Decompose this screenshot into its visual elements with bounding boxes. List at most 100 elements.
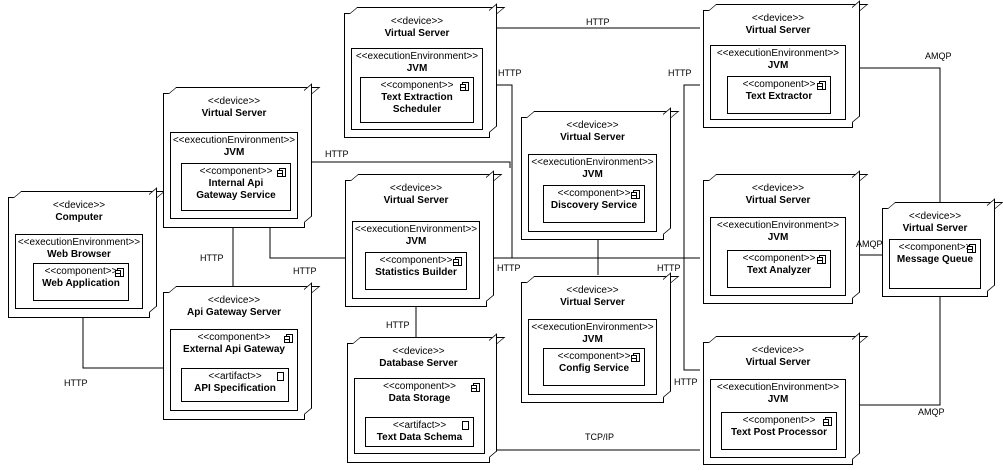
link-extractor-bus [683, 84, 700, 258]
env-title: JVM [405, 236, 427, 247]
device-stereotype: <<device>> [390, 16, 444, 27]
component-icon [115, 268, 124, 277]
node-title: Api Gateway Server [187, 307, 281, 318]
scheduler-node[interactable]: <<device>> Virtual Server <<executionEnv… [344, 13, 490, 138]
component-stereotype: <<component>> [380, 80, 454, 91]
message-queue-node[interactable]: <<device>> Virtual Server <<component>> … [882, 208, 988, 297]
internal-gateway-node[interactable]: <<device>> Virtual Server <<executionEnv… [163, 93, 305, 228]
jvm-env[interactable]: <<executionEnvironment>> JVM <<component… [710, 45, 846, 120]
env-title: JVM [406, 63, 428, 74]
data-storage-component[interactable]: <<component>> Data Storage <<artifact>> … [354, 378, 485, 454]
component-icon [453, 257, 462, 266]
external-api-gateway-component[interactable]: <<component>> External Api Gateway <<art… [170, 329, 298, 411]
component-stereotype: <<component>> [44, 266, 118, 277]
component-icon [631, 353, 640, 362]
device-stereotype: <<device>> [52, 200, 106, 211]
env-title: JVM [582, 334, 603, 345]
node-title: Virtual Server [384, 28, 450, 39]
label-amqp-extractor: AMQP [925, 51, 952, 61]
component-icon [284, 334, 293, 343]
label-http-bus: HTTP [497, 263, 521, 273]
config-node[interactable]: <<device>> Virtual Server <<executionEnv… [521, 282, 664, 403]
exec-stereotype: <<executionEnvironment>> [172, 135, 296, 146]
jvm-env[interactable]: <<executionEnvironment>> JVM <<component… [710, 379, 846, 458]
artifact-title: API Specification [194, 383, 276, 394]
device-stereotype: <<device>> [566, 285, 619, 296]
component-icon [817, 81, 826, 90]
artifact-icon [277, 372, 284, 381]
exec-stereotype: <<executionEnvironment>> [716, 382, 840, 393]
statistics-node[interactable]: <<device>> Virtual Server <<executionEnv… [345, 180, 487, 307]
component-title: Discovery Service [550, 200, 638, 211]
component-stereotype: <<component>> [197, 332, 271, 343]
web-browser-env[interactable]: <<executionEnvironment>> Web Browser <<c… [15, 234, 143, 309]
config-service-component[interactable]: <<component>> Config Service [543, 348, 645, 386]
node-title: Virtual Server [902, 223, 968, 234]
env-title: JVM [767, 60, 789, 71]
component-icon [823, 417, 832, 426]
node-title: Virtual Server [201, 108, 267, 119]
component-stereotype: <<component>> [383, 381, 456, 392]
jvm-env[interactable]: <<executionEnvironment>> JVM <<component… [528, 319, 657, 395]
discovery-service-component[interactable]: <<component>> Discovery Service [543, 185, 645, 223]
node-title: Computer [55, 212, 103, 223]
text-extractor-component[interactable]: <<component>> Text Extractor [727, 76, 831, 114]
text-data-schema-artifact[interactable]: <<artifact>> Text Data Schema [365, 417, 474, 447]
component-icon [631, 190, 640, 199]
component-stereotype: <<component>> [557, 351, 631, 362]
exec-stereotype: <<executionEnvironment>> [531, 322, 654, 333]
database-server-node[interactable]: <<device>> Database Server <<component>>… [347, 343, 490, 463]
env-title: Web Browser [47, 249, 111, 260]
label-http-stats-db: HTTP [386, 320, 410, 330]
internal-api-gateway-component[interactable]: <<component>> Internal Api Gateway Servi… [181, 163, 291, 211]
text-analyzer-component[interactable]: <<component>> Text Analyzer [727, 250, 831, 288]
component-icon [817, 255, 826, 264]
text-post-processor-component[interactable]: <<component>> Text Post Processor [721, 412, 837, 450]
component-stereotype: <<component>> [379, 255, 453, 266]
artifact-stereotype: <<artifact>> [392, 420, 447, 431]
device-stereotype: <<device>> [207, 295, 261, 306]
node-title: Virtual Server [745, 357, 811, 368]
label-amqp-post: AMQP [918, 407, 945, 417]
device-stereotype: <<device>> [751, 13, 805, 24]
link-post-mq [853, 297, 941, 406]
web-application-component[interactable]: <<component>> Web Application [33, 263, 129, 301]
artifact-icon [462, 421, 469, 430]
device-stereotype: <<device>> [389, 183, 443, 194]
env-title: JVM [582, 169, 603, 180]
component-stereotype: <<component>> [199, 166, 273, 177]
jvm-env[interactable]: <<executionEnvironment>> JVM <<component… [351, 48, 483, 130]
component-stereotype: <<component>> [742, 253, 816, 264]
exec-stereotype: <<executionEnvironment>> [17, 237, 141, 248]
api-gateway-server-node[interactable]: <<device>> Api Gateway Server <<componen… [163, 292, 305, 420]
jvm-env[interactable]: <<executionEnvironment>> JVM <<component… [352, 221, 480, 299]
component-title: Data Storage [388, 393, 451, 404]
label-http-computer-apigw: HTTP [64, 378, 88, 388]
exec-stereotype: <<executionEnvironment>> [531, 157, 654, 168]
component-icon [967, 244, 976, 253]
env-title: JVM [223, 147, 245, 158]
link-extractor-mq [853, 67, 941, 208]
component-stereotype: <<component>> [557, 188, 631, 199]
component-title: Message Queue [896, 254, 974, 265]
computer-node[interactable]: <<device>> Computer <<executionEnvironme… [8, 197, 150, 318]
jvm-env[interactable]: <<executionEnvironment>> JVM <<component… [170, 132, 298, 219]
discovery-node[interactable]: <<device>> Virtual Server <<executionEnv… [521, 117, 664, 240]
device-stereotype: <<device>> [751, 183, 805, 194]
text-extraction-scheduler-component[interactable]: <<component>> Text Extraction Scheduler [360, 77, 474, 123]
jvm-env[interactable]: <<executionEnvironment>> JVM <<component… [710, 217, 846, 296]
text-extractor-node[interactable]: <<device>> Virtual Server <<executionEnv… [703, 10, 853, 128]
label-http-extractor-bus: HTTP [668, 68, 692, 78]
jvm-env[interactable]: <<executionEnvironment>> JVM <<component… [528, 154, 657, 232]
node-title: Virtual Server [560, 297, 625, 308]
message-queue-component[interactable]: <<component>> Message Queue [889, 239, 981, 289]
link-post-bus [683, 258, 700, 371]
node-title: Virtual Server [745, 25, 811, 36]
text-analyzer-node[interactable]: <<device>> Virtual Server <<executionEnv… [703, 180, 853, 304]
exec-stereotype: <<executionEnvironment>> [354, 224, 478, 235]
statistics-builder-component[interactable]: <<component>> Statistics Builder [365, 252, 467, 290]
artifact-stereotype: <<artifact>> [208, 371, 262, 382]
api-specification-artifact[interactable]: <<artifact>> API Specification [181, 368, 289, 402]
text-post-processor-node[interactable]: <<device>> Virtual Server <<executionEnv… [703, 342, 853, 465]
